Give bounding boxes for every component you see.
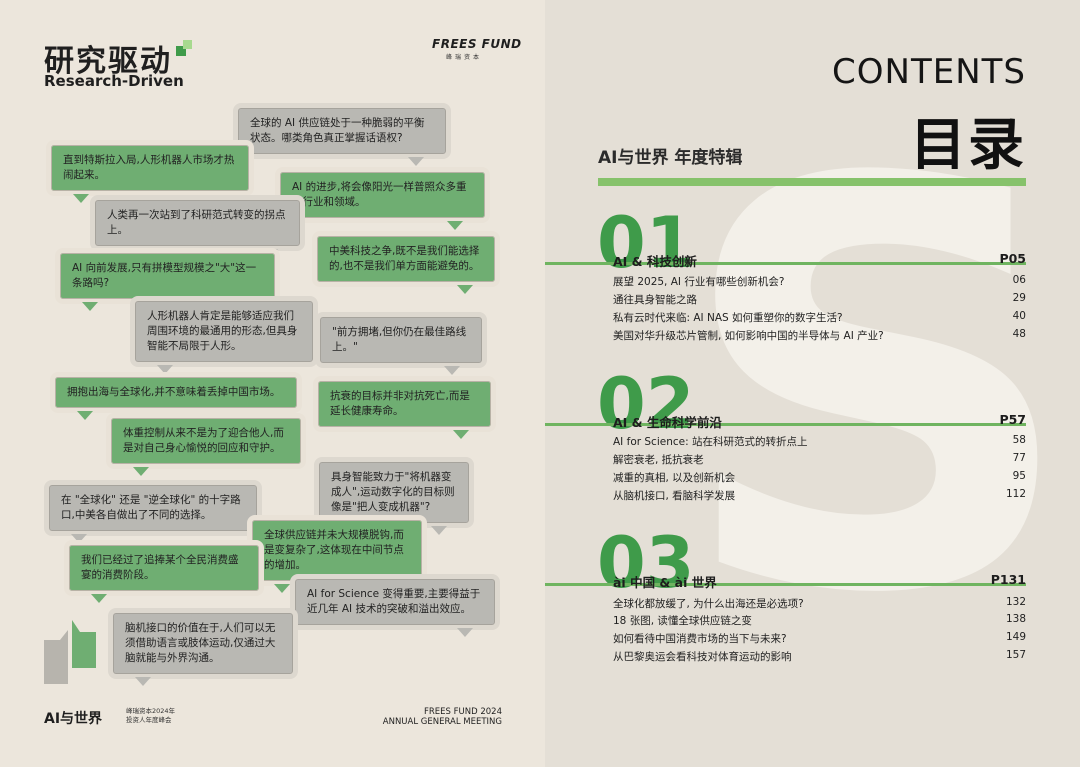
section-divider — [545, 423, 1026, 426]
toc-item-title: 18 张图, 读懂全球供应链之变 — [613, 615, 752, 627]
toc-item[interactable]: 从脑机接口, 看脑科学发展 112 — [613, 488, 1026, 503]
toc-item[interactable]: 解密衰老, 抵抗衰老 77 — [613, 452, 1026, 467]
brand-title-en: Research-Driven — [44, 72, 184, 90]
toc-item-title: 通往具身智能之路 — [613, 294, 697, 306]
series-subtitle-line: 峰瑞资本2024年 — [126, 707, 176, 715]
header-divider — [598, 178, 1026, 186]
quote-bubble: AI 的进步,将会像阳光一样普照众多重要行业和领域。 — [275, 167, 490, 230]
toc-item-page: 58 — [1012, 434, 1026, 446]
quote-bubble: 抗衰的目标并非对抗死亡,而是延长健康寿命。 — [313, 376, 496, 439]
section-number: 01 — [597, 202, 695, 284]
toc-item-title: 全球化都放缓了, 为什么出海还是必选项? — [613, 598, 804, 610]
quote-bubble: 全球的 AI 供应链处于一种脆弱的平衡状态。哪类角色真正掌握话语权? — [233, 103, 451, 166]
quote-bubble: 人形机器人肯定是能够适应我们周围环境的最通用的形态,但具身智能不局限于人形。 — [130, 296, 318, 374]
toc-item[interactable]: 全球化都放缓了, 为什么出海还是必选项? 132 — [613, 596, 1026, 611]
section-page: P05 — [999, 251, 1026, 266]
quote-bubble: 我们已经过了追捧某个全民消费盛宴的消费阶段。 — [64, 540, 264, 603]
section-title: ài 中国 & ài 世界 — [613, 575, 717, 590]
toc-item-page: 95 — [1012, 470, 1026, 482]
contents-heading-zh: 目录 — [910, 113, 1026, 178]
toc-item-page: 48 — [1012, 328, 1026, 340]
section-page: P131 — [990, 572, 1026, 587]
section-divider — [545, 262, 1026, 265]
toc-item-title: 从巴黎奥运会看科技对体育运动的影响 — [613, 651, 792, 663]
toc-item-page: 112 — [1005, 488, 1026, 500]
toc-item-title: 美国对华升级芯片管制, 如何影响中国的半导体与 AI 产业? — [613, 330, 884, 342]
brand-title-zh: 研究驱动 — [44, 44, 172, 79]
section-number: 02 — [597, 363, 695, 445]
series-title: AI与世界 — [44, 711, 103, 727]
toc-item[interactable]: 从巴黎奥运会看科技对体育运动的影响 157 — [613, 649, 1026, 664]
quote-mark-icon — [44, 620, 96, 684]
decorative-s-shape: S — [675, 64, 1079, 716]
quote-bubble: "前方拥堵,但你仍在最佳路线上。" — [315, 312, 487, 375]
series-subtitle: 峰瑞资本2024年 投资人年度峰会 — [126, 707, 175, 725]
toc-item-page: 40 — [1012, 310, 1026, 322]
toc-item-page: 157 — [1005, 649, 1026, 661]
series-subtitle-line: 投资人年度峰会 — [126, 716, 172, 724]
toc-item-page: 06 — [1012, 274, 1026, 286]
toc-item-page: 132 — [1005, 596, 1026, 608]
quote-bubble: 拥抱出海与全球化,并不意味着丢掉中国市场。 — [50, 372, 302, 420]
quote-bubble: 体重控制从来不是为了迎合他人,而是对自己身心愉悦的回应和守护。 — [106, 413, 306, 476]
quote-bubble: AI for Science 变得重要,主要得益于近几年 AI 技术的突破和溢出… — [290, 574, 500, 637]
toc-item-title: 从脑机接口, 看脑科学发展 — [613, 490, 736, 502]
toc-item[interactable]: 减重的真相, 以及创新机会 95 — [613, 470, 1026, 485]
toc-item-title: AI for Science: 站在科研范式的转折点上 — [613, 436, 808, 448]
quote-bubble: 中美科技之争,既不是我们能选择的,也不是我们单方面能避免的。 — [312, 231, 500, 294]
toc-item[interactable]: 私有云时代来临: AI NAS 如何重塑你的数字生活? 40 — [613, 310, 1026, 325]
quote-bubble: 脑机接口的价值在于,人们可以无须借助语言或肢体运动,仅通过大脑就能与外界沟通。 — [108, 608, 298, 686]
quote-bubble: AI 向前发展,只有拼模型规模之"大"这一条路吗? — [55, 248, 280, 311]
toc-item[interactable]: 18 张图, 读懂全球供应链之变 138 — [613, 613, 1026, 628]
toc-item-page: 138 — [1005, 613, 1026, 625]
toc-item-title: 减重的真相, 以及创新机会 — [613, 472, 736, 484]
fund-logo: FREES FUND — [432, 37, 522, 51]
issue-subtitle: AI与世界 年度特辑 — [598, 148, 743, 168]
meeting-title-line: FREES FUND 2024 — [424, 707, 502, 717]
toc-item[interactable]: 通往具身智能之路 29 — [613, 292, 1026, 307]
toc-item-title: 解密衰老, 抵抗衰老 — [613, 454, 704, 466]
quote-bubble: 人类再一次站到了科研范式转变的拐点上。 — [90, 195, 305, 258]
section-page: P57 — [999, 412, 1026, 427]
meeting-title: FREES FUND 2024 ANNUAL GENERAL MEETING — [370, 707, 502, 727]
contents-heading-en: CONTENTS — [832, 52, 1026, 92]
brand-mark-icon — [176, 40, 192, 56]
toc-item[interactable]: AI for Science: 站在科研范式的转折点上 58 — [613, 434, 1026, 449]
toc-item[interactable]: 美国对华升级芯片管制, 如何影响中国的半导体与 AI 产业? 48 — [613, 328, 1026, 343]
section-number: 03 — [597, 522, 695, 604]
quote-bubble: 直到特斯拉入局,人形机器人市场才热闹起来。 — [46, 140, 254, 203]
toc-item-page: 77 — [1012, 452, 1026, 464]
right-page: S CONTENTS 目录 AI与世界 年度特辑 01 AI & 科技创新 P0… — [545, 0, 1080, 767]
toc-item-title: 如何看待中国消费市场的当下与未来? — [613, 633, 787, 645]
quote-bubble: 在 "全球化" 还是 "逆全球化" 的十字路口,中美各自做出了不同的选择。 — [44, 480, 262, 543]
left-page: 研究驱动 Research-Driven FREES FUND 峰瑞资本 全球的… — [0, 0, 545, 767]
toc-item-page: 149 — [1005, 631, 1026, 643]
toc-item-title: 私有云时代来临: AI NAS 如何重塑你的数字生活? — [613, 312, 843, 324]
toc-item-page: 29 — [1012, 292, 1026, 304]
toc-item-title: 展望 2025, AI 行业有哪些创新机会? — [613, 276, 785, 288]
fund-logo-sub: 峰瑞资本 — [446, 54, 483, 61]
toc-item[interactable]: 展望 2025, AI 行业有哪些创新机会? 06 — [613, 274, 1026, 289]
meeting-title-line: ANNUAL GENERAL MEETING — [382, 717, 502, 727]
section-title: AI & 生命科学前沿 — [613, 415, 722, 430]
toc-item[interactable]: 如何看待中国消费市场的当下与未来? 149 — [613, 631, 1026, 646]
section-title: AI & 科技创新 — [613, 254, 697, 269]
section-divider — [545, 583, 1026, 586]
